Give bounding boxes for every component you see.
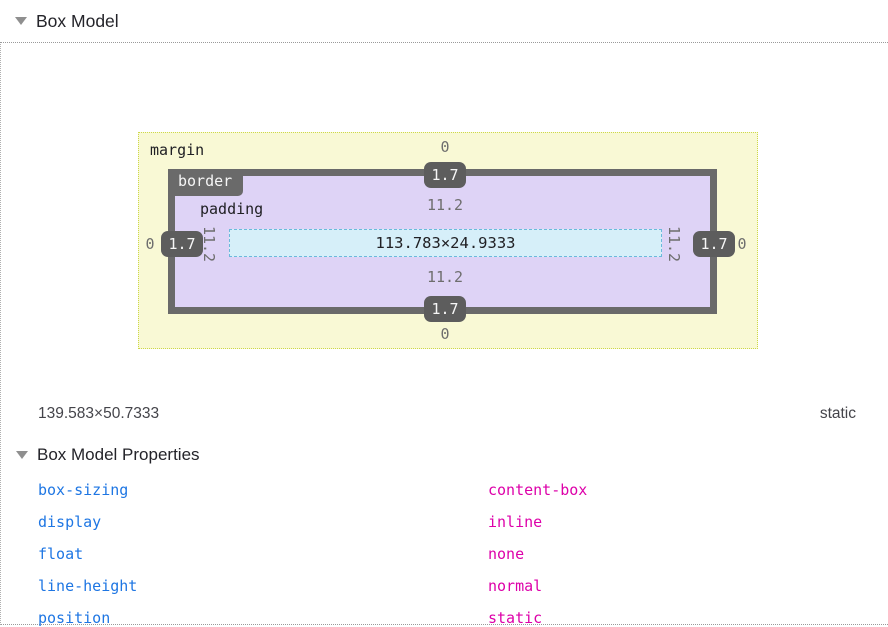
property-row[interactable]: display inline [1,506,888,538]
collapse-triangle-icon[interactable] [15,17,27,25]
property-row[interactable]: box-sizing content-box [1,474,888,506]
property-name[interactable]: line-height [38,577,138,595]
margin-label: margin [150,141,205,159]
box-model-properties-header[interactable]: Box Model Properties [1,442,888,468]
element-size: 139.583×50.7333 [38,405,160,422]
border-top-value[interactable]: 1.7 [424,162,466,188]
padding-bottom-value[interactable]: 11.2 [426,268,464,286]
properties-list: box-sizing content-box display inline fl… [1,474,888,627]
padding-top-value[interactable]: 11.2 [426,196,464,214]
property-value[interactable]: content-box [488,481,588,499]
content-region[interactable]: 113.783×24.9333 [229,229,662,257]
property-name[interactable]: display [38,513,102,531]
collapse-triangle-icon[interactable] [16,451,28,459]
property-value[interactable]: static [488,609,543,627]
property-value[interactable]: normal [488,577,543,595]
element-position: static [819,405,856,422]
property-row[interactable]: position static [1,602,888,627]
margin-left-value[interactable]: 0 [145,235,155,253]
box-model-panel-body: margin border padding 113.783×24.9333 0 … [0,44,888,627]
border-label: border [168,169,244,196]
margin-right-value[interactable]: 0 [737,235,747,253]
property-row[interactable]: line-height normal [1,570,888,602]
margin-bottom-value[interactable]: 0 [440,325,450,343]
padding-right-value[interactable]: 11.2 [665,225,683,263]
content-size-value[interactable]: 113.783×24.9333 [375,234,516,252]
property-row[interactable]: float none [1,538,888,570]
property-name[interactable]: position [38,609,111,627]
panel-title: Box Model [36,10,119,31]
border-left-value[interactable]: 1.7 [161,231,203,257]
box-model-panel-header[interactable]: Box Model [0,0,888,43]
property-value[interactable]: inline [488,513,543,531]
property-value[interactable]: none [488,545,525,563]
property-name[interactable]: float [38,545,84,563]
margin-top-value[interactable]: 0 [440,138,450,156]
properties-section-title: Box Model Properties [37,445,200,464]
border-right-value[interactable]: 1.7 [693,231,735,257]
padding-left-value[interactable]: 11.2 [200,225,218,263]
border-bottom-value[interactable]: 1.7 [424,296,466,322]
padding-label: padding [200,200,264,218]
property-name[interactable]: box-sizing [38,481,129,499]
